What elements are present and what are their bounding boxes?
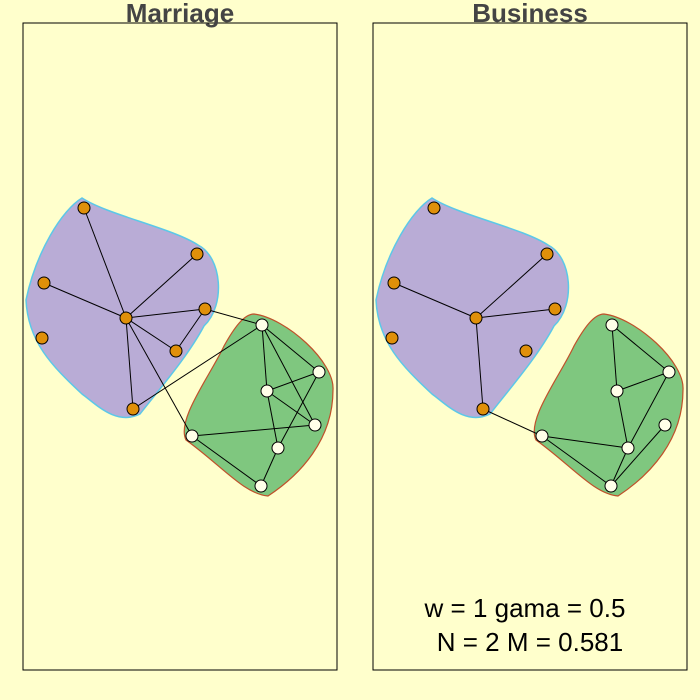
annotation-line-1: w = 1 gama = 0.5 [424,593,626,623]
network-node-orange [548,302,562,316]
network-edge [125,317,177,352]
network-edge [132,324,263,410]
network-node-orange [198,302,212,316]
cluster-hull-green [533,313,684,497]
network-node-orange [77,201,91,215]
cluster-hull-purple [375,197,570,419]
network-edge [260,447,279,487]
network-edge [83,207,127,319]
network-edge [261,324,316,426]
network-edge [610,447,629,487]
network-node-white [662,365,676,379]
network-edge [541,435,612,487]
network-node-orange [540,247,554,261]
network-node-orange [385,331,399,345]
network-node-white [260,384,274,398]
edge-layer [393,253,670,487]
network-node-white [621,441,635,455]
network-edge [277,371,320,449]
network-node-white [535,429,549,443]
panel-frame [22,22,338,671]
panel-frame [372,22,688,671]
network-node-orange [427,201,441,215]
network-node-orange [119,311,133,325]
network-edge [125,317,134,410]
network-edge [393,282,477,319]
network-edge [475,253,548,319]
network-node-white [308,418,322,432]
network-edge [261,324,268,392]
network-edge [611,324,618,392]
network-edge [482,408,543,437]
network-node-orange [476,402,490,416]
panel-marriage: Marriage [22,0,338,671]
network-edge [191,435,262,487]
network-edge [43,282,127,319]
panel-title: Marriage [126,0,234,28]
network-edge [204,308,263,326]
annotation-line-2: N = 2 M = 0.581 [437,627,623,657]
network-edge [261,324,320,373]
network-node-orange [387,276,401,290]
network-node-white [185,429,199,443]
network-node-white [610,384,624,398]
network-node-orange [519,344,533,358]
network-node-white [658,418,672,432]
network-edge [616,390,629,449]
network-edge [266,390,279,449]
network-edge [627,371,670,449]
network-node-orange [469,311,483,325]
network-edge [475,308,556,319]
network-edge [191,424,316,437]
panel-title: Business [472,0,588,28]
node-layer [385,201,676,493]
network-edge [611,324,670,373]
network-node-white [271,441,285,455]
network-edge [125,253,198,319]
network-edge [175,308,206,352]
network-edge [125,317,193,437]
network-node-orange [126,402,140,416]
cluster-hull-green [183,313,334,497]
network-edge [616,371,670,392]
network-edge [266,371,320,392]
network-edge [125,308,206,319]
network-node-white [254,479,268,493]
panel-business: Business w = 1 gama = 0.5 N = 2 M = 0.58… [372,0,688,671]
network-node-white [604,479,618,493]
network-edge [266,390,316,426]
network-node-orange [37,276,51,290]
network-node-orange [169,344,183,358]
network-edge [475,317,484,410]
network-edge [610,424,666,487]
node-layer [35,201,326,493]
network-node-orange [35,331,49,345]
network-node-white [255,318,269,332]
edge-layer [43,207,320,487]
network-node-white [312,365,326,379]
network-node-orange [190,247,204,261]
network-node-white [605,318,619,332]
network-edge [541,435,629,449]
